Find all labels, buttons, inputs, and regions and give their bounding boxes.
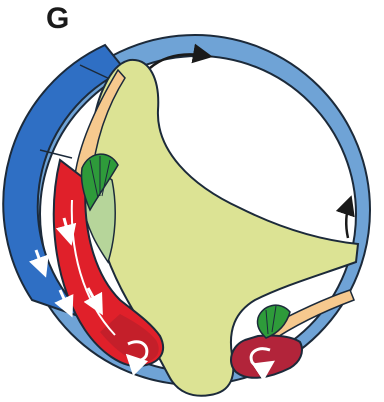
dark-red-hook [231, 336, 302, 378]
